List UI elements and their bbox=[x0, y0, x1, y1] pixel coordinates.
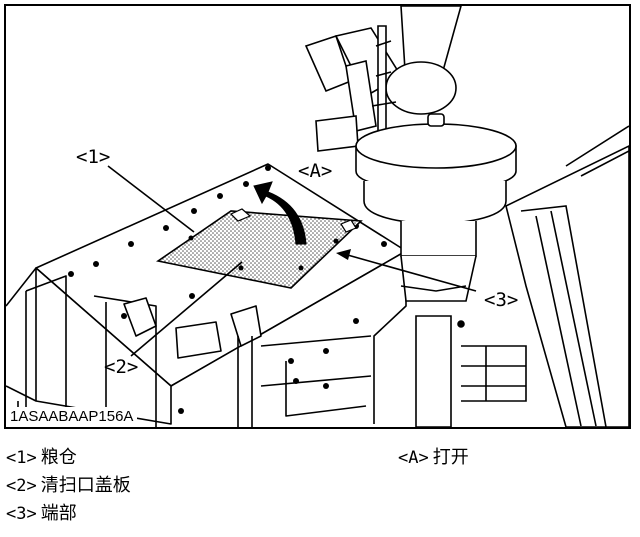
legend-text: 端部 bbox=[40, 503, 77, 524]
legend-item-3: <3>端部 bbox=[6, 502, 77, 526]
legend-marker: <3> bbox=[6, 504, 37, 524]
legend-item-a: <A>打开 bbox=[398, 446, 469, 470]
callout-3: <3> bbox=[484, 289, 519, 311]
legend-marker: <1> bbox=[6, 448, 37, 468]
legend: <1>粮仓 <2>清扫口盖板 <3>端部 <A>打开 bbox=[6, 446, 636, 534]
legend-marker: <2> bbox=[6, 476, 37, 496]
callout-a: <A> bbox=[298, 160, 333, 182]
machine-drawing bbox=[6, 6, 629, 427]
legend-item-2: <2>清扫口盖板 bbox=[6, 474, 131, 498]
leader-line-1 bbox=[107, 165, 195, 233]
legend-text: 粮仓 bbox=[40, 447, 77, 468]
illustration-figure: <1> <2> <3> <A> 1ASAABAAP156A bbox=[4, 4, 631, 429]
legend-text: 清扫口盖板 bbox=[40, 475, 131, 496]
legend-text: 打开 bbox=[432, 447, 469, 468]
legend-item-1: <1>粮仓 bbox=[6, 446, 77, 470]
leader-line-3 bbox=[343, 253, 477, 292]
leader-line-2 bbox=[130, 261, 243, 357]
legend-marker: <A> bbox=[398, 448, 429, 468]
callout-1: <1> bbox=[76, 146, 111, 168]
figure-id: 1ASAABAAP156A bbox=[8, 407, 138, 427]
callout-2: <2> bbox=[104, 356, 139, 378]
